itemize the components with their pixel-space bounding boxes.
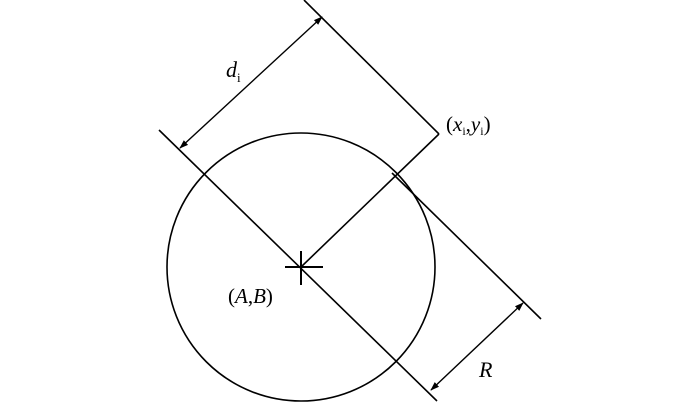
center-line (158, 129, 438, 402)
point-label: (xi,yi) (446, 112, 491, 138)
radius-arrow (430, 302, 524, 391)
center-b: B (253, 284, 266, 308)
center-comma: , (248, 284, 253, 308)
tangent-line (391, 172, 542, 320)
point-close-paren: ) (484, 112, 491, 136)
point-x-sub: i (462, 124, 466, 138)
distance-symbol: d (226, 57, 238, 82)
perpendicular-line (300, 133, 440, 268)
center-a: A (233, 284, 248, 308)
point-comma: , (466, 112, 471, 136)
radius-label: R (478, 357, 493, 382)
distance-subscript: i (237, 70, 241, 85)
center-open-paren: ( (228, 284, 235, 308)
center-label: (A,B) (228, 284, 273, 308)
point-y: y (469, 112, 481, 136)
distance-label: di (226, 57, 241, 85)
point-open-paren: ( (446, 112, 453, 136)
center-close-paren: ) (266, 284, 273, 308)
point-line (303, 0, 440, 135)
point-y-sub: i (480, 124, 484, 138)
point-x: x (452, 112, 463, 136)
distance-arrow (179, 16, 323, 149)
